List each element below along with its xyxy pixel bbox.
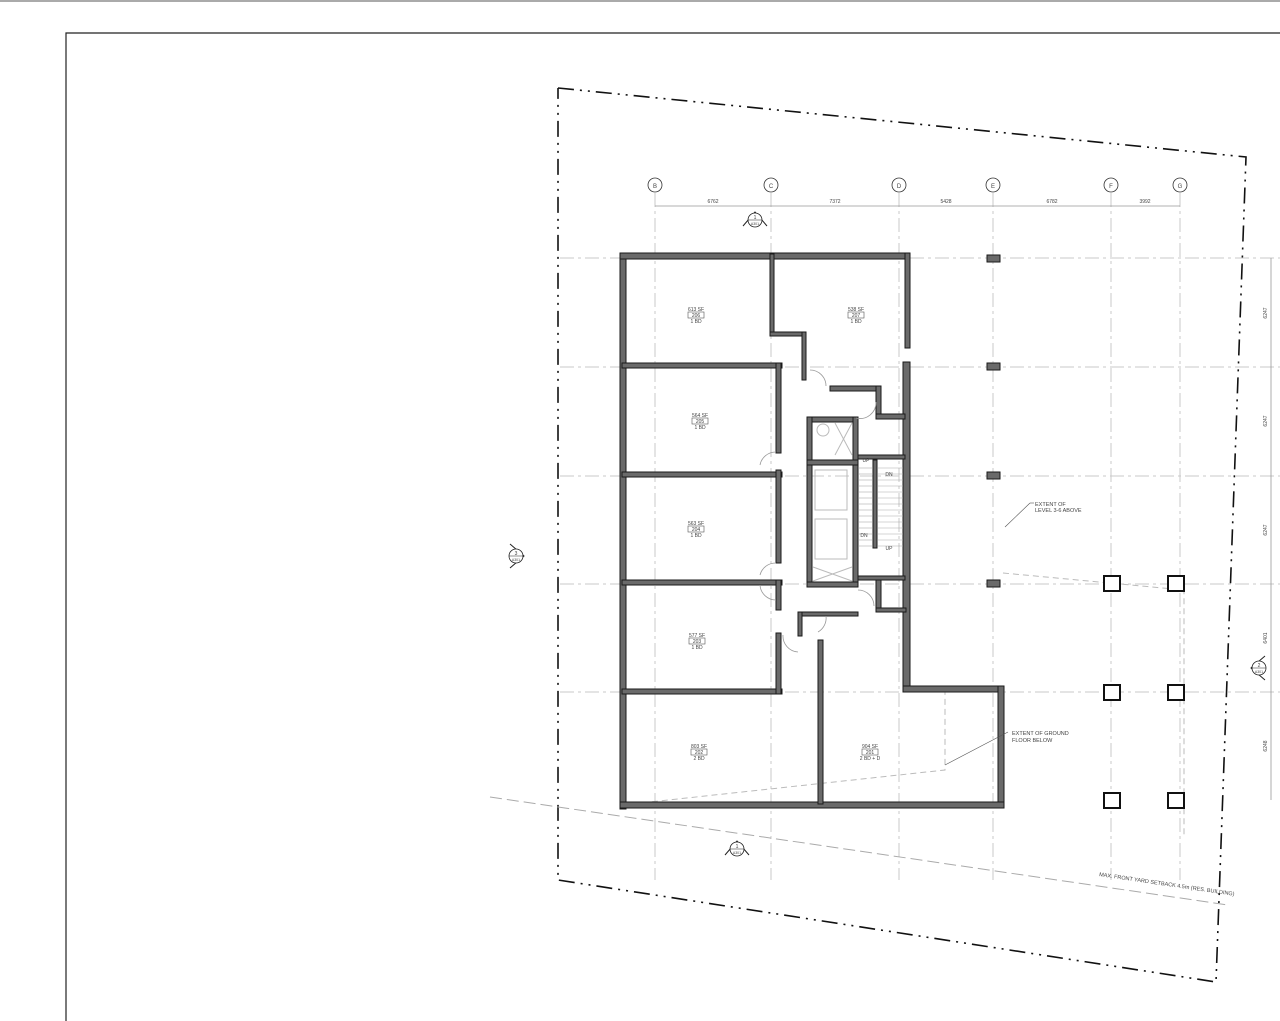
svg-text:EXTENT OF GROUND: EXTENT OF GROUND xyxy=(1012,731,1069,737)
note-setback: MAX. FRONT YARD SETBACK 4.5m (RES. BUILD… xyxy=(1099,872,1235,898)
svg-text:6247: 6247 xyxy=(1263,415,1269,426)
svg-text:803 SF: 803 SF xyxy=(691,744,707,750)
svg-text:EXTENT OF: EXTENT OF xyxy=(1035,502,1066,508)
svg-text:563 SF: 563 SF xyxy=(688,521,704,527)
svg-text:FLOOR BELOW: FLOOR BELOW xyxy=(1012,738,1053,744)
elevator-cars xyxy=(812,422,853,582)
grid-bubbles: B C D E F G xyxy=(647,177,1188,193)
svg-text:564 SF: 564 SF xyxy=(692,413,708,419)
doors xyxy=(759,369,877,653)
svg-text:6401: 6401 xyxy=(1263,632,1269,643)
stair-treads xyxy=(859,467,903,547)
svg-text:207: 207 xyxy=(852,313,861,319)
row-dimensions: 6247 6247 6247 6401 6248 xyxy=(1263,258,1272,800)
room-tag-203: 577 SF 203 1 BD xyxy=(688,633,706,651)
section-marker-left[interactable]: 3 A301 xyxy=(508,543,525,569)
svg-text:1: 1 xyxy=(754,215,757,221)
note-extent-ground-below: EXTENT OF GROUND FLOOR BELOW xyxy=(944,731,1069,766)
svg-text:538 SF: 538 SF xyxy=(848,307,864,313)
svg-text:A301: A301 xyxy=(1255,670,1263,674)
svg-text:2 BD + D: 2 BD + D xyxy=(860,756,881,762)
svg-text:C: C xyxy=(769,184,774,190)
extent-level-above-line xyxy=(1002,572,1185,838)
grid-bubble-c: C xyxy=(763,177,779,193)
svg-text:G: G xyxy=(1178,184,1183,190)
section-marker-top[interactable]: 1 A301 xyxy=(742,211,768,228)
svg-text:F: F xyxy=(1109,184,1113,190)
svg-text:202: 202 xyxy=(695,750,704,756)
room-tag-204: 563 SF 204 1 BD xyxy=(687,521,705,539)
column-dimensions: 6762 7372 5428 6782 3992 xyxy=(655,199,1180,207)
svg-text:1: 1 xyxy=(736,844,739,850)
svg-text:LEVEL 3-6 ABOVE: LEVEL 3-6 ABOVE xyxy=(1035,508,1082,514)
walls xyxy=(619,252,1005,810)
svg-text:204: 204 xyxy=(692,527,701,533)
stair-labels: UP DN DN UP xyxy=(860,458,893,552)
section-marker-bottom[interactable]: 1 A301 xyxy=(724,840,750,857)
room-tag-206: 613 SF 206 1 BD xyxy=(687,307,705,325)
svg-text:6247: 6247 xyxy=(1263,307,1269,318)
svg-text:1 BD: 1 BD xyxy=(694,425,706,431)
svg-text:UP: UP xyxy=(886,546,894,552)
svg-text:2 BD: 2 BD xyxy=(693,756,705,762)
svg-text:3: 3 xyxy=(515,551,518,557)
svg-text:205: 205 xyxy=(696,419,705,425)
columns xyxy=(986,254,1185,809)
grid-bubble-f: F xyxy=(1103,177,1119,193)
svg-text:203: 203 xyxy=(693,639,702,645)
svg-text:6762: 6762 xyxy=(707,199,718,205)
svg-text:1 BD: 1 BD xyxy=(691,645,703,651)
svg-text:6782: 6782 xyxy=(1046,199,1057,205)
grid-bubble-b: B xyxy=(647,177,663,193)
svg-text:E: E xyxy=(991,184,995,190)
room-tag-201: 904 SF 201 2 BD + D xyxy=(860,744,881,762)
svg-text:B: B xyxy=(653,184,657,190)
svg-text:577 SF: 577 SF xyxy=(689,633,705,639)
svg-text:7372: 7372 xyxy=(829,199,840,205)
sheet-frame xyxy=(65,32,1280,1021)
svg-text:DN: DN xyxy=(885,472,893,478)
svg-text:UP: UP xyxy=(863,458,871,464)
grid-bubble-e: E xyxy=(985,177,1001,193)
room-tag-202: 803 SF 202 2 BD xyxy=(690,744,708,762)
svg-text:201: 201 xyxy=(866,750,875,756)
svg-text:A301: A301 xyxy=(512,558,520,562)
svg-text:D: D xyxy=(897,184,902,190)
grid-bubble-d: D xyxy=(891,177,907,193)
setback-line xyxy=(489,796,1229,906)
svg-text:1 BD: 1 BD xyxy=(690,319,702,325)
svg-text:A301: A301 xyxy=(733,851,741,855)
svg-text:5428: 5428 xyxy=(940,199,951,205)
room-tag-207: 538 SF 207 1 BD xyxy=(847,307,865,325)
svg-text:613 SF: 613 SF xyxy=(688,307,704,313)
svg-text:DN: DN xyxy=(860,533,868,539)
svg-text:1 BD: 1 BD xyxy=(690,533,702,539)
svg-text:206: 206 xyxy=(692,313,701,319)
grid-lines xyxy=(560,193,1280,880)
note-extent-level-above: EXTENT OF LEVEL 3-6 ABOVE xyxy=(1004,502,1082,528)
extent-ground-below-line xyxy=(621,692,946,806)
grid-bubble-g: G xyxy=(1172,177,1188,193)
room-tag-205: 564 SF 205 1 BD xyxy=(691,413,709,431)
section-marker-right[interactable]: 2 A301 xyxy=(1250,655,1267,681)
svg-text:6248: 6248 xyxy=(1263,740,1269,751)
svg-text:3992: 3992 xyxy=(1139,199,1150,205)
svg-text:A301: A301 xyxy=(751,222,759,226)
svg-text:6247: 6247 xyxy=(1263,524,1269,535)
svg-text:2: 2 xyxy=(1258,663,1261,669)
property-line xyxy=(557,87,1247,983)
svg-text:904 SF: 904 SF xyxy=(862,744,878,750)
svg-text:1 BD: 1 BD xyxy=(850,319,862,325)
